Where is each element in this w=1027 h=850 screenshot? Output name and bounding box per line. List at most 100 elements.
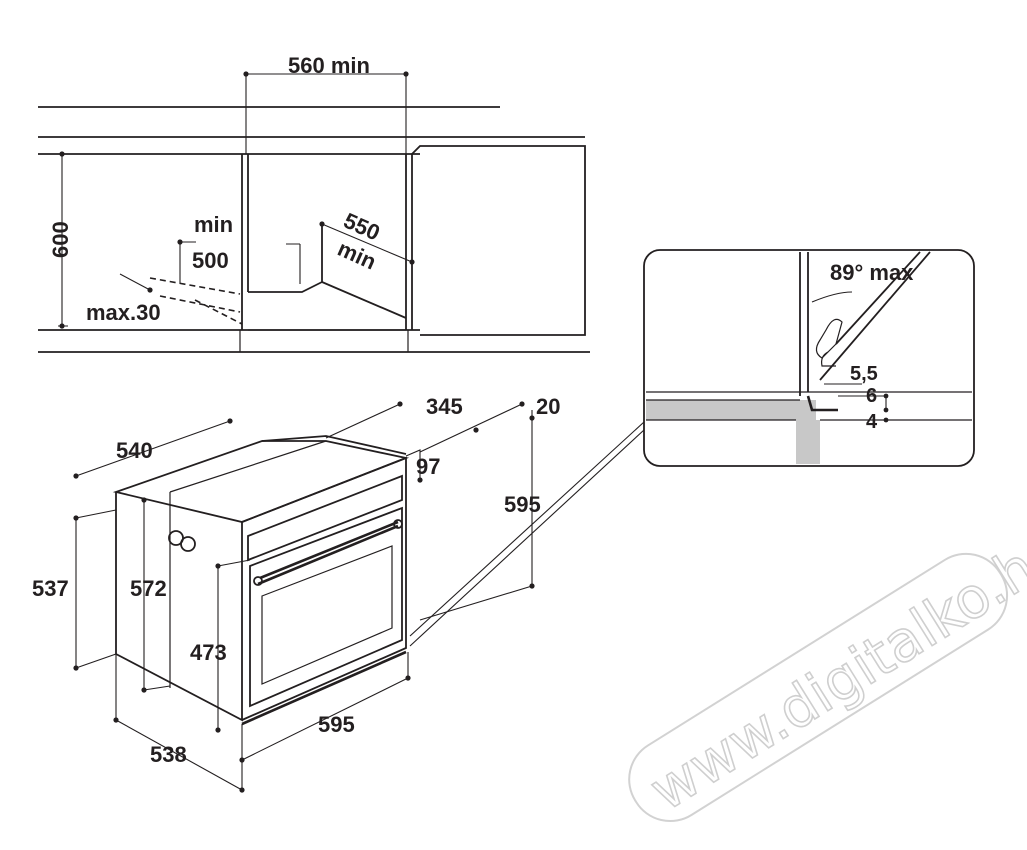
- dim-dot: [215, 563, 221, 569]
- worktop-lines: [646, 391, 972, 421]
- open-door-outer: [819, 251, 931, 381]
- offset-top-label: 20: [536, 394, 560, 419]
- door-height-label: 473: [190, 640, 227, 665]
- oven-front: [241, 456, 407, 721]
- adjacent-door: [411, 145, 586, 336]
- dim-345: [325, 403, 401, 439]
- hinge: [821, 351, 836, 367]
- rear-gap-dashed-3: [194, 299, 243, 325]
- dim-dot: [405, 675, 411, 681]
- back-wall-right: [321, 281, 407, 319]
- rear-gap-dashed-1: [149, 277, 241, 295]
- cabinet-diagram: 560 min 600 min 500 max.30 550 min: [38, 53, 590, 353]
- side-height-label: 572: [130, 576, 167, 601]
- rear-gap-leader: [119, 273, 151, 291]
- dim-dot: [239, 757, 245, 763]
- dim-dot: [409, 259, 415, 265]
- dim-dot: [141, 497, 147, 503]
- dim-595-height-ext: [419, 585, 533, 621]
- handle-depth-label: 97: [416, 454, 440, 479]
- dim-dot: [73, 515, 79, 521]
- angle-label: 89° max: [830, 260, 914, 285]
- dim-538: [115, 654, 243, 791]
- watermark: www.digitalko.hu: [628, 515, 1027, 825]
- dim-20: [419, 403, 523, 453]
- top-depth-label: 540: [116, 438, 153, 463]
- dim-537: [75, 509, 117, 669]
- dim-dot: [73, 473, 79, 479]
- dim-dot: [215, 727, 221, 733]
- dim-dot: [883, 407, 889, 413]
- dim-dot: [113, 717, 119, 723]
- dim-473: [217, 559, 251, 730]
- overall-height-label: 595: [504, 492, 541, 517]
- width-560-line: [245, 73, 407, 154]
- opening-min-value: 500: [192, 248, 229, 273]
- dim-dot: [73, 665, 79, 671]
- cabinet-side-section: [796, 420, 820, 464]
- dim-dot: [473, 427, 479, 433]
- gap-6-line: [838, 395, 887, 410]
- oven-bottom-lip: [241, 650, 407, 726]
- detail-callout: 89° max 5,5 6 4: [643, 249, 975, 467]
- dim-dot: [883, 417, 889, 423]
- dim-dot: [227, 418, 233, 424]
- dim-dot: [59, 323, 65, 329]
- oven-door: [249, 506, 403, 708]
- control-panel: [247, 474, 403, 562]
- watermark-pill: [628, 552, 1009, 823]
- rear-gap-dashed-2: [159, 295, 241, 313]
- dim-dot: [319, 221, 325, 227]
- dim-dot: [403, 71, 409, 77]
- gap-5-5-label: 5,5: [850, 363, 878, 385]
- handle-end: [253, 576, 263, 586]
- dim-dot: [529, 415, 535, 421]
- body-height-label: 537: [32, 576, 69, 601]
- oven-top: [112, 440, 410, 523]
- dim-dot: [239, 787, 245, 793]
- depth-550-line: [321, 223, 413, 263]
- dim-dot: [519, 401, 525, 407]
- dim-dot: [177, 239, 183, 245]
- rear-gap-label: max.30: [86, 300, 161, 325]
- opening-dim-line: [179, 241, 301, 284]
- oven-handle: [257, 520, 399, 586]
- door-foot: [806, 395, 838, 412]
- dim-97: [405, 449, 421, 480]
- angle-arc: [811, 291, 853, 303]
- dim-540: [75, 420, 231, 477]
- gap-6-label: 6: [866, 385, 877, 407]
- dim-dot: [243, 71, 249, 77]
- dim-dot: [59, 151, 65, 157]
- watermark-text: www.digitalko.hu: [639, 516, 1027, 824]
- open-door-inner: [835, 251, 921, 345]
- bottom-depth-label: 538: [150, 742, 187, 767]
- height-label: 600: [48, 221, 73, 258]
- dim-dot: [529, 583, 535, 589]
- oven-top-back: [261, 435, 407, 455]
- opening-min-label: min: [194, 212, 233, 237]
- detail-connector-1: [409, 421, 645, 637]
- gap-4-label: 4: [866, 411, 878, 433]
- detail-frame: [643, 249, 975, 467]
- dim-dot: [883, 393, 889, 399]
- dim-dot: [147, 287, 153, 293]
- width-min-label: 560 min: [288, 53, 370, 78]
- dim-dot: [397, 401, 403, 407]
- oven-top-ridge: [169, 440, 327, 493]
- rear-depth-label: 345: [426, 394, 463, 419]
- plinth-divider: [239, 330, 409, 352]
- dim-dot: [417, 477, 423, 483]
- oven-diagram: 540 345 20 97 595 537 572 473 595 538: [32, 394, 560, 793]
- dim-595-width: [241, 652, 409, 790]
- worktop-section: [646, 400, 816, 420]
- detail-connector-2: [409, 429, 645, 647]
- cabinet-vertical: [799, 252, 809, 396]
- back-wall-left: [248, 224, 323, 293]
- handle-end: [393, 519, 403, 529]
- oven-left-side: [115, 492, 243, 722]
- front-width-label: 595: [318, 712, 355, 737]
- vent-hole: [180, 536, 196, 552]
- dim-dot: [141, 687, 147, 693]
